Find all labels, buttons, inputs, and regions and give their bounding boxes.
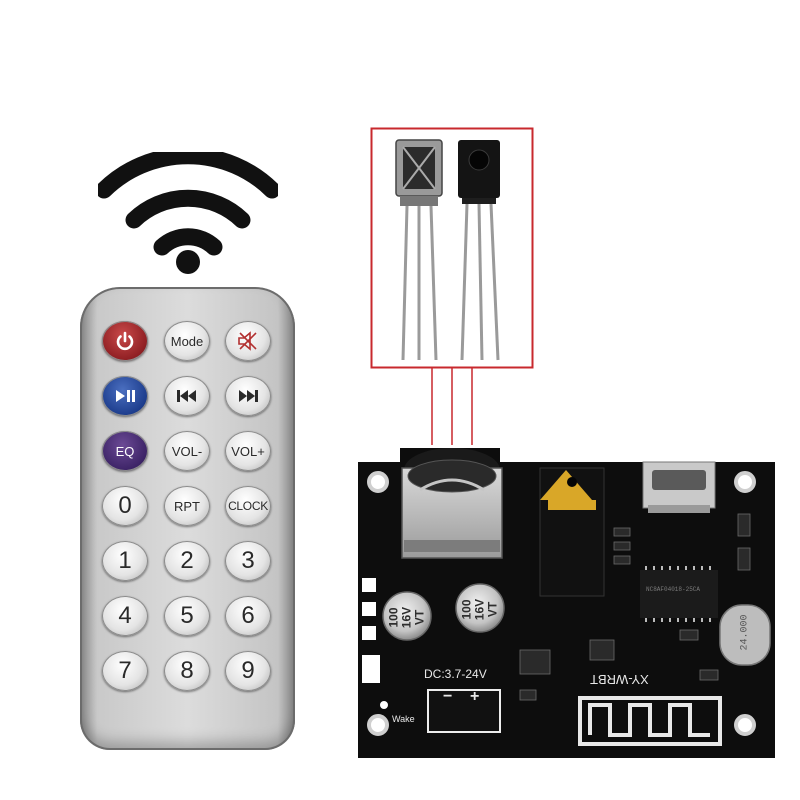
digit-2-button[interactable]: 2: [164, 541, 210, 581]
cap-right-brand: VT: [485, 601, 500, 618]
vol-up-button[interactable]: VOL+: [225, 431, 271, 471]
vol-down-label: VOL-: [171, 443, 203, 459]
mute-button[interactable]: [225, 321, 271, 361]
digit-6-label: 6: [241, 602, 255, 629]
digit-1-label: 1: [118, 547, 132, 574]
next-icon: [239, 390, 258, 402]
capacitor-right: [455, 583, 505, 633]
capacitor-left: [382, 591, 432, 641]
wake-label: Wake: [392, 714, 415, 724]
volume-knob[interactable]: [401, 448, 503, 559]
rpt-button[interactable]: RPT: [164, 486, 210, 526]
crystal-oscillator: [719, 604, 771, 666]
ir-receiver-shielded: [395, 139, 443, 361]
digit-9-label: 9: [241, 657, 255, 684]
mode-button[interactable]: Mode: [164, 321, 210, 361]
mounting-holes: [367, 471, 756, 736]
digit-4-button[interactable]: 4: [102, 596, 148, 636]
vol-up-label: VOL+: [231, 443, 265, 459]
terminal-minus-label: −: [443, 688, 453, 705]
capacitor-left-label: 100 16V VT: [387, 599, 427, 637]
eq-label: EQ: [115, 443, 135, 459]
digit-7-label: 7: [118, 657, 132, 684]
antenna-trace: [578, 696, 722, 746]
audio-chip: [640, 566, 718, 622]
clock-label: CLOCK: [228, 499, 268, 513]
clock-button[interactable]: CLOCK: [225, 486, 271, 526]
play-pause-button[interactable]: [102, 376, 148, 416]
wifi-icon: [98, 152, 278, 274]
digit-3-label: 3: [241, 547, 255, 574]
digit-0-button[interactable]: 0: [102, 486, 148, 526]
usb-port[interactable]: [642, 461, 716, 513]
mute-icon: [238, 331, 257, 351]
digit-5-label: 5: [180, 602, 194, 629]
smd-components: [519, 513, 751, 701]
power-button[interactable]: [102, 321, 148, 361]
prev-icon: [177, 390, 196, 402]
digit-5-button[interactable]: 5: [164, 596, 210, 636]
chip-marking: NC8AF04018-25CA: [646, 586, 701, 593]
digit-3-button[interactable]: 3: [225, 541, 271, 581]
cap-left-brand: VT: [412, 609, 427, 626]
crystal-marking: 24.000: [739, 614, 751, 651]
terminal-plus-label: +: [470, 688, 480, 705]
power-icon: [116, 331, 134, 351]
model-label: XY-WRBT: [590, 672, 649, 687]
play-pause-icon: [116, 390, 135, 402]
ir-receiver-black: [458, 140, 500, 361]
digit-8-label: 8: [180, 657, 194, 684]
prev-button[interactable]: [164, 376, 210, 416]
eq-button[interactable]: EQ: [102, 431, 148, 471]
digit-7-button[interactable]: 7: [102, 651, 148, 691]
power-label: DC:3.7-24V: [424, 667, 487, 681]
digit-8-button[interactable]: 8: [164, 651, 210, 691]
header-pins: [362, 578, 388, 709]
digit-9-button[interactable]: 9: [225, 651, 271, 691]
audio-jack[interactable]: [539, 467, 605, 597]
digit-2-label: 2: [180, 547, 194, 574]
digit-6-button[interactable]: 6: [225, 596, 271, 636]
capacitor-right-label: 100 16V VT: [460, 591, 500, 629]
vol-down-button[interactable]: VOL-: [164, 431, 210, 471]
digit-1-button[interactable]: 1: [102, 541, 148, 581]
mode-label: Mode: [170, 333, 204, 349]
ir-remote-control: Mode: [80, 287, 295, 750]
power-terminal[interactable]: [427, 689, 501, 733]
digit-4-label: 4: [118, 602, 132, 629]
rpt-label: RPT: [174, 498, 200, 514]
digit-0-label: 0: [118, 492, 132, 519]
next-button[interactable]: [225, 376, 271, 416]
